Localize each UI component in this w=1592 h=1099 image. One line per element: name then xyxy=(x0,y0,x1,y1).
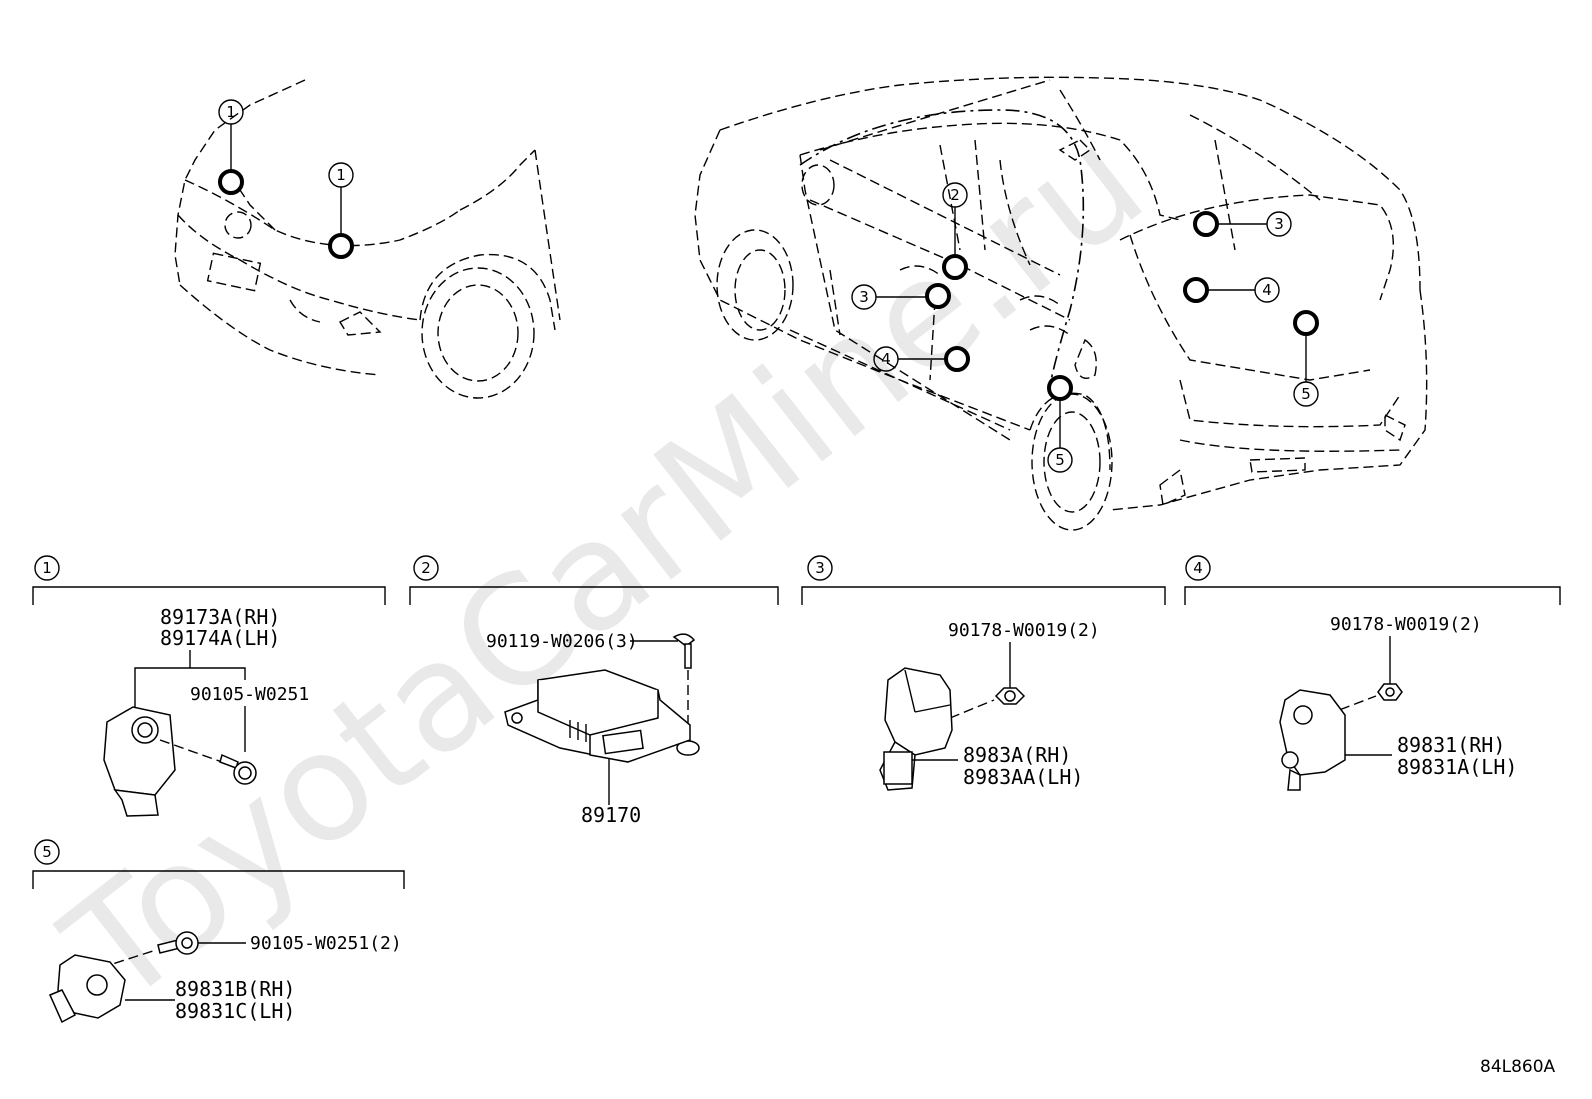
sensor-location-5-left xyxy=(1047,375,1073,401)
callout-1-center: 1 xyxy=(336,166,346,184)
part-90105-W0251-2: 90105-W0251(2) xyxy=(250,933,402,954)
sensor-location-3-left xyxy=(925,283,951,309)
group-4: 4 90178-W0019(2) 89831(RH) 89831A(LH) xyxy=(1184,555,1561,791)
group-2-number: 2 xyxy=(421,559,431,577)
group-2: 2 90119-W0206(3) 89170 xyxy=(409,555,779,827)
sensor-location-5-right xyxy=(1293,310,1319,336)
sensor-location-4-left xyxy=(944,346,970,372)
part-89174A: 89174A(LH) xyxy=(160,626,280,650)
sensor-location-3-right xyxy=(1193,211,1219,237)
part-89831A: 89831A(LH) xyxy=(1397,755,1517,779)
part-8983A: 8983A(RH) xyxy=(963,743,1071,767)
part-90178-W0019-g4: 90178-W0019(2) xyxy=(1330,614,1482,635)
group-5: 5 90105-W0251(2) 89831B(RH) 89831C(LH) xyxy=(32,839,405,1024)
part-89831B: 89831B(RH) xyxy=(175,977,295,1001)
sensor-location-1-left xyxy=(218,169,244,195)
group-5-number: 5 xyxy=(42,843,52,861)
front-car-view: 1 1 xyxy=(174,79,561,399)
group-4-number: 4 xyxy=(1193,559,1203,577)
part-89173A: 89173A(RH) xyxy=(160,605,280,629)
callout-2: 2 xyxy=(950,186,960,204)
callout-4-right: 4 xyxy=(1262,281,1272,299)
part-89831: 89831(RH) xyxy=(1397,733,1505,757)
sensor-location-1-center xyxy=(328,233,354,259)
callout-5-right: 5 xyxy=(1301,385,1311,403)
sensor-location-2 xyxy=(942,254,968,280)
callout-5-left: 5 xyxy=(1055,451,1065,469)
part-90119-W0206: 90119-W0206(3) xyxy=(486,631,638,652)
callout-3-left: 3 xyxy=(859,288,869,306)
sensor-location-4-right xyxy=(1183,277,1209,303)
part-8983AA: 8983AA(LH) xyxy=(963,765,1083,789)
group-3-number: 3 xyxy=(815,559,825,577)
diagram-code: 84L860A xyxy=(1480,1057,1556,1077)
callout-4-left: 4 xyxy=(881,350,891,368)
group-1: 1 89173A(RH) 89174A(LH) 90105-W0251 xyxy=(32,555,386,817)
watermark: ToyotaCarMine.ru xyxy=(34,94,1175,1038)
callout-1-left: 1 xyxy=(226,103,236,121)
part-90105-W0251: 90105-W0251 xyxy=(190,684,309,705)
group-3: 3 90178-W0019(2) 8983A(RH) 8983AA(LH) xyxy=(801,555,1166,791)
part-90178-W0019-g3: 90178-W0019(2) xyxy=(948,620,1100,641)
rear-car-view: 2 3 4 5 3 4 5 xyxy=(694,76,1428,531)
part-89831C: 89831C(LH) xyxy=(175,999,295,1023)
part-89170: 89170 xyxy=(581,803,641,827)
callout-3-right: 3 xyxy=(1274,215,1284,233)
group-1-number: 1 xyxy=(42,559,52,577)
